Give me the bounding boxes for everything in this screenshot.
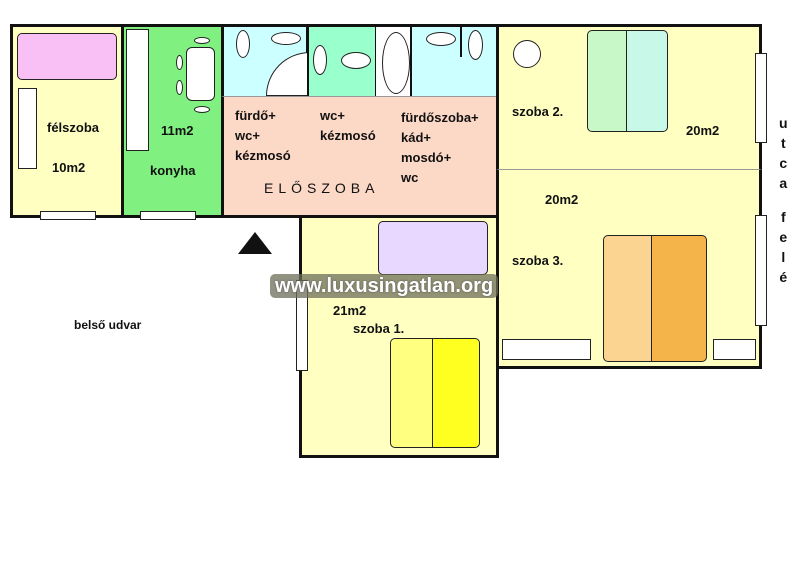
szoba2-area: 20m2 [686, 123, 720, 138]
letter: e [779, 229, 788, 245]
text-line: wc [401, 170, 419, 185]
window [40, 211, 96, 220]
bathtub [382, 32, 410, 94]
chair [176, 55, 183, 70]
partition [460, 27, 462, 57]
plant [513, 40, 541, 68]
eloszoba-label: ELŐSZOBA [264, 180, 380, 196]
letter: u [779, 115, 788, 131]
szoba1-label: szoba 1. [353, 321, 405, 336]
text-line: mosdó+ [401, 150, 452, 165]
letter: é [779, 269, 788, 285]
sink [341, 52, 371, 69]
text-line: kád+ [401, 130, 431, 145]
chair [194, 37, 210, 44]
text-line: kézmosó [320, 128, 376, 143]
bed-divider [432, 338, 433, 448]
wardrobe [18, 88, 37, 169]
sofa [378, 221, 488, 275]
cabinet [502, 339, 591, 360]
bed-divider [626, 30, 627, 132]
szoba3-label: szoba 3. [512, 253, 564, 268]
felszoba-label: félszoba [47, 120, 100, 135]
window [755, 53, 767, 143]
bed [17, 33, 117, 80]
bed-divider [651, 235, 652, 362]
toilet [313, 45, 327, 75]
toilet [468, 30, 483, 60]
szoba1-area: 21m2 [333, 303, 367, 318]
dining-table [186, 47, 215, 101]
letter: f [780, 209, 786, 225]
letter: t [780, 135, 786, 151]
bed [587, 30, 668, 132]
kitchen-counter [126, 29, 149, 151]
window [755, 215, 767, 326]
sink [236, 30, 250, 58]
sink [271, 32, 301, 45]
yard-label: belső udvar [74, 318, 142, 332]
window [140, 211, 196, 220]
watermark: www.luxusingatlan.org [270, 274, 499, 298]
bed [603, 235, 707, 362]
konyha-label: konyha [150, 163, 196, 178]
wc-label: wc+ kézmosó [320, 106, 376, 146]
felszoba-area: 10m2 [52, 160, 86, 175]
bath2-label: fürdőszoba+ kád+ mosdó+ wc [401, 108, 479, 188]
szoba2-label: szoba 2. [512, 104, 564, 119]
entrance-triangle-up-icon [238, 232, 272, 254]
letter: l [781, 249, 786, 265]
sink [426, 32, 456, 46]
text-line: wc+ [235, 128, 260, 143]
szoba3-area: 20m2 [545, 192, 579, 207]
text-line: fürdő+ [235, 108, 276, 123]
text-line: kézmosó [235, 148, 291, 163]
text-line: fürdőszoba+ [401, 110, 479, 125]
bed [390, 338, 480, 448]
bath1-label: fürdő+ wc+ kézmosó [235, 106, 291, 166]
chair [176, 80, 183, 95]
text-line: wc+ [320, 108, 345, 123]
chair [194, 106, 210, 113]
letter: c [779, 155, 788, 171]
letter: a [779, 175, 788, 191]
cabinet [713, 339, 756, 360]
konyha-area: 11m2 [161, 123, 194, 138]
